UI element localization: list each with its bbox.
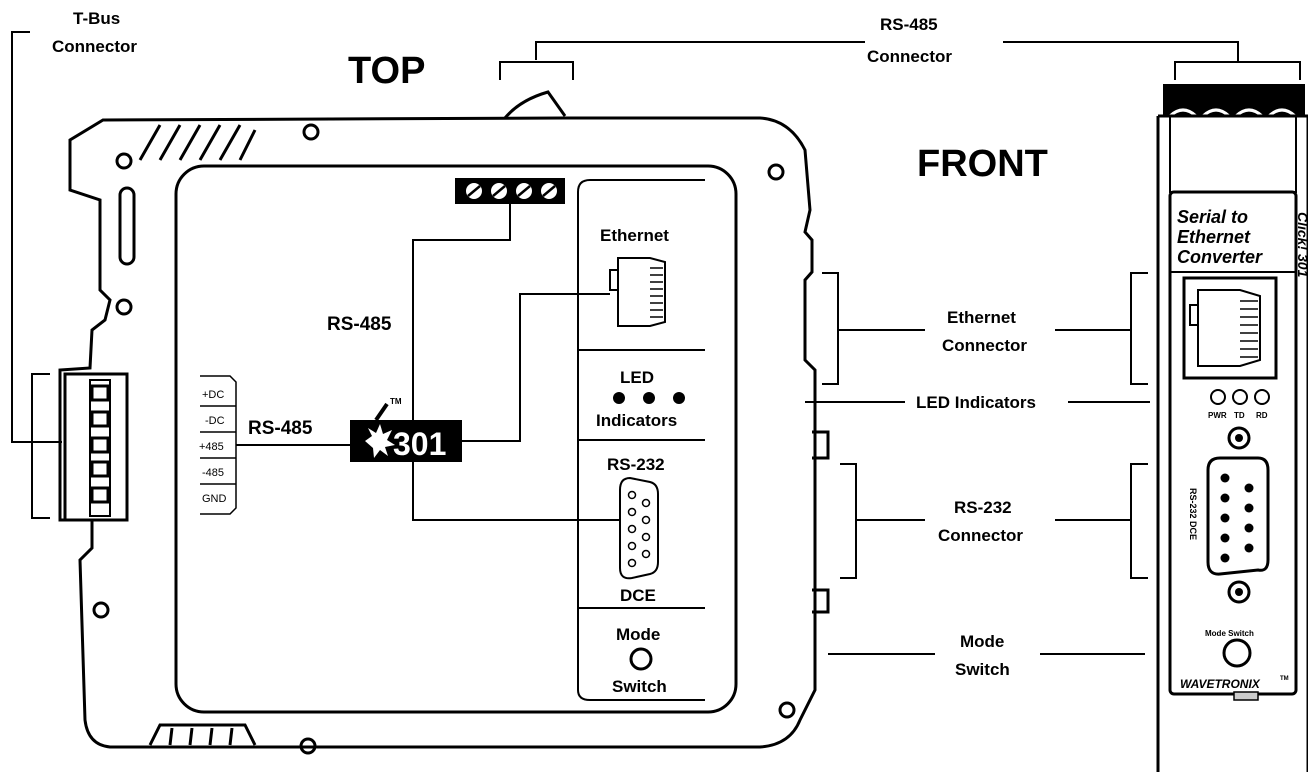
front-side-model: Click! 301 — [1295, 212, 1308, 278]
model-logo-301: TM 301 — [350, 397, 462, 462]
front-product-line2: Ethernet — [1177, 227, 1251, 247]
ethernet-callout: Ethernet Connector — [822, 272, 1148, 385]
front-face — [1168, 190, 1298, 696]
front-view-title: FRONT — [917, 143, 1048, 185]
rs485-callout: RS-485 Connector — [499, 15, 1301, 80]
model-number-301: 301 — [393, 426, 446, 462]
front-screw-top — [1227, 426, 1251, 450]
front-mode-switch-label: Mode Switch — [1205, 629, 1254, 638]
logo-tm: TM — [390, 397, 402, 406]
front-led-label-td: TD — [1234, 411, 1245, 420]
front-led-rd — [1254, 389, 1270, 405]
tbus-callout: T-Bus Connector — [11, 9, 137, 519]
top-mode-label-2: Switch — [612, 677, 667, 696]
pin-label-minus-485: -485 — [202, 467, 224, 479]
front-screw-bottom — [1227, 580, 1251, 604]
ethernet-callout-line2: Connector — [942, 336, 1027, 355]
top-connector-hump — [503, 90, 567, 119]
top-view: +DC -DC +485 -485 GND Ethernet — [58, 90, 830, 755]
top-rs232-label: RS-232 — [607, 455, 665, 474]
mode-callout-line2: Switch — [955, 660, 1010, 679]
front-brand-logo: WAVETRONIX — [1180, 677, 1261, 691]
tbus-callout-line1: T-Bus — [73, 9, 120, 28]
ethernet-callout-line1: Ethernet — [947, 308, 1016, 327]
lightning-mark — [374, 402, 389, 422]
rs485-terminal-top — [455, 178, 565, 204]
pin-label-plus-485: +485 — [199, 441, 224, 453]
rs485-callout-line2: Connector — [867, 47, 952, 66]
left-mount-hole-2 — [115, 298, 133, 316]
right-mount-hole-2 — [778, 701, 796, 719]
top-rj45-port — [609, 257, 666, 327]
front-rj45-port — [1182, 276, 1278, 380]
mode-switch-callout: Mode Switch — [828, 632, 1145, 679]
inner-panel — [174, 164, 738, 714]
front-led-label-pwr: PWR — [1208, 411, 1227, 420]
front-product-line1: Serial to — [1177, 207, 1248, 227]
front-rs232-dce-label: RS-232 DCE — [1188, 488, 1198, 540]
right-side-tabs — [812, 430, 830, 614]
rs232-callout: RS-232 Connector — [840, 463, 1148, 579]
left-mount-hole-1 — [115, 152, 133, 170]
front-led-td — [1232, 389, 1248, 405]
pin-label-plus-dc: +DC — [202, 389, 224, 401]
din-rib-bottom — [148, 723, 257, 746]
led-callout: LED Indicators — [805, 393, 1150, 412]
left-mount-hole-3 — [92, 601, 110, 619]
front-bottom-latch — [1233, 691, 1259, 701]
front-mode-switch-button — [1222, 638, 1252, 668]
top-db9-port — [619, 476, 659, 580]
tbus-callout-line2: Connector — [52, 37, 137, 56]
starburst-icon — [365, 424, 395, 458]
front-rj45-frame — [1182, 276, 1278, 380]
right-mount-hole-1 — [767, 163, 785, 181]
pin-label-strip: +DC -DC +485 -485 GND — [199, 375, 237, 515]
tbus-pin-3 — [90, 436, 110, 454]
front-product-line3: Converter — [1177, 247, 1263, 267]
front-led-label-rd: RD — [1256, 411, 1268, 420]
top-led-dot-2 — [643, 392, 655, 404]
pin-label-minus-dc: -DC — [205, 415, 225, 427]
tbus-housing — [63, 372, 129, 522]
wire-rs485-top — [412, 204, 511, 420]
tbus-pin-2 — [90, 410, 110, 428]
top-housing-outline — [58, 116, 817, 749]
top-dce-label: DCE — [620, 586, 656, 605]
mode-callout-line1: Mode — [960, 632, 1004, 651]
top-mode-switch — [629, 647, 653, 671]
tbus-pin-5 — [90, 486, 110, 504]
top-led-dot-3 — [673, 392, 685, 404]
left-slot — [118, 186, 136, 266]
top-led-label-2: Indicators — [596, 411, 677, 430]
tbus-pin-1 — [90, 384, 110, 402]
front-db9-port — [1206, 456, 1270, 576]
rs232-callout-line2: Connector — [938, 526, 1023, 545]
top-mode-label-1: Mode — [616, 625, 660, 644]
wire-rs232 — [412, 462, 620, 521]
wire-ethernet — [462, 293, 610, 442]
top-led-dot-1 — [613, 392, 625, 404]
top-view-title: TOP — [348, 50, 425, 92]
top-ethernet-label: Ethernet — [600, 226, 669, 245]
top-mount-hole — [302, 123, 320, 141]
front-led-pwr — [1210, 389, 1226, 405]
front-housing — [1156, 114, 1308, 772]
top-led-label-1: LED — [620, 368, 654, 387]
tbus-pin-4 — [90, 460, 110, 478]
top-rs485-vertical-label: RS-485 — [327, 314, 392, 335]
pin-label-gnd: GND — [202, 493, 227, 505]
bottom-mount-hole — [299, 737, 317, 755]
front-view: Serial to Ethernet Converter Click! 301 … — [1156, 84, 1308, 772]
led-callout-label: LED Indicators — [916, 393, 1036, 412]
rs232-callout-line1: RS-232 — [954, 498, 1012, 517]
tbus-connector-block — [63, 372, 129, 522]
rs485-callout-line1: RS-485 — [880, 15, 938, 34]
tbus-inner — [89, 379, 111, 517]
din-rib-top — [138, 124, 257, 161]
front-brand-tm: TM — [1280, 676, 1289, 682]
top-rs485-side-label: RS-485 — [248, 418, 313, 439]
